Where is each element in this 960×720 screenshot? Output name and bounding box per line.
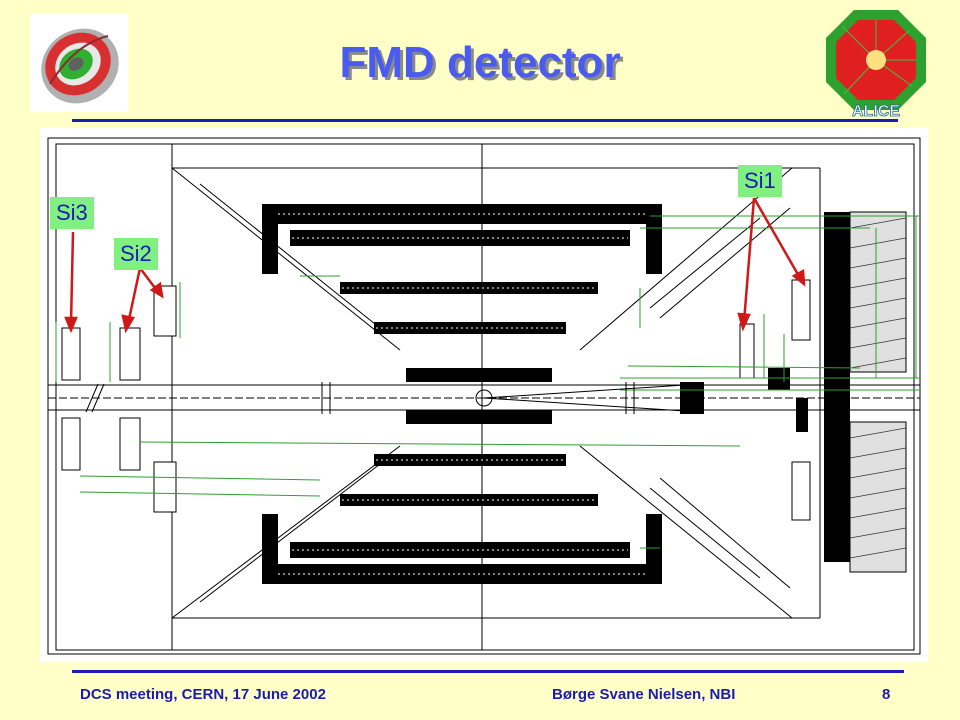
label-si2: Si2: [114, 238, 158, 270]
label-si1: Si1: [738, 165, 782, 197]
page-number: 8: [882, 686, 891, 703]
detector-disc-logo: [30, 14, 128, 112]
footer-author: Børge Svane Nielsen, NBI: [552, 686, 736, 703]
alice-logo-text: ALICE: [852, 103, 900, 118]
slide-title: FMD detector: [339, 38, 621, 87]
footer-rule: [72, 670, 904, 673]
alice-logo: ALICE: [822, 6, 930, 118]
label-si3: Si3: [50, 197, 94, 229]
footer-meeting: DCS meeting, CERN, 17 June 2002: [80, 686, 326, 703]
title-rule: [72, 119, 898, 122]
fmd-layout-drawing: [40, 128, 928, 662]
